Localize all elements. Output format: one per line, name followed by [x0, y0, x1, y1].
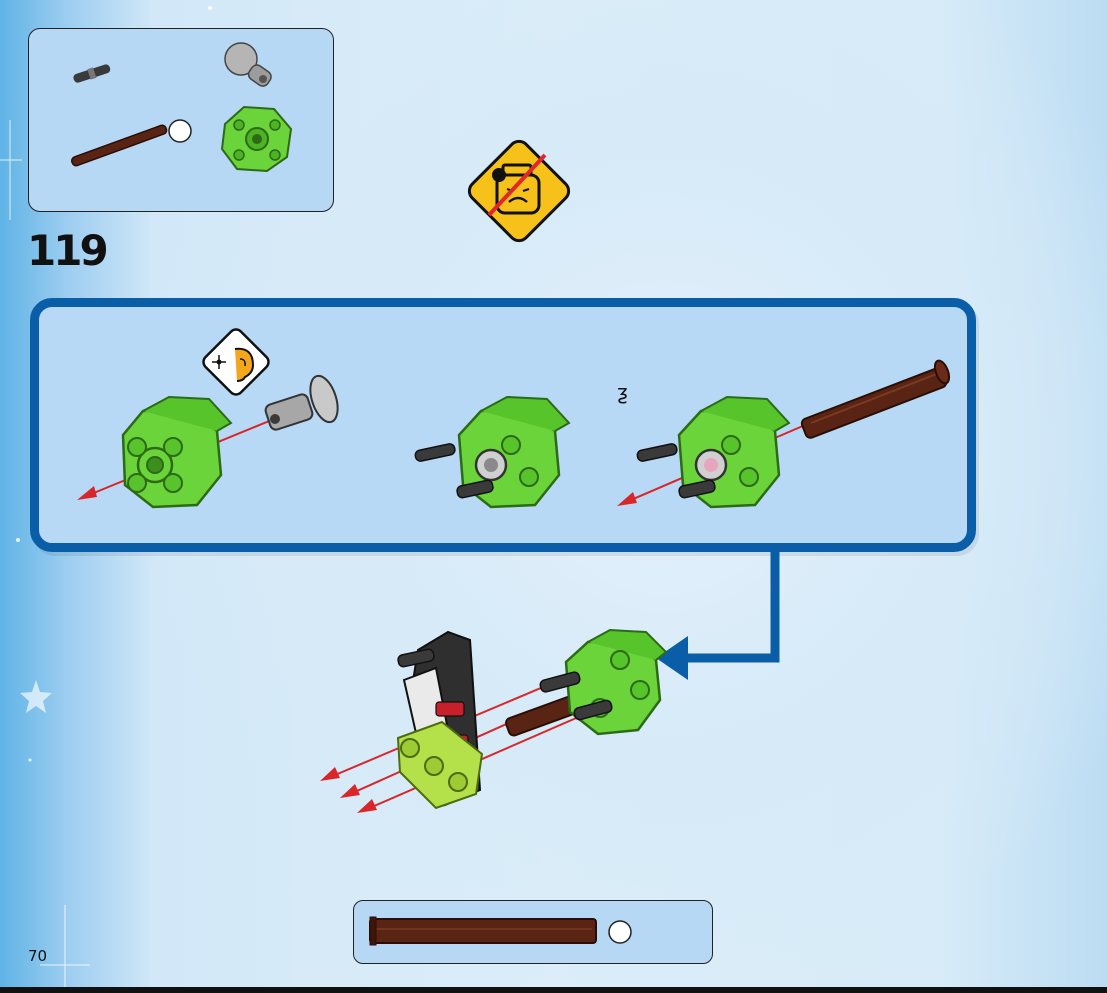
green-hub-2	[414, 397, 569, 507]
listen-for-click-icon	[201, 327, 272, 398]
grey-bushing-1	[264, 372, 343, 431]
axle-length-callout	[353, 900, 713, 964]
insertion-arrowhead	[617, 492, 637, 506]
small-parts-warning-icon	[459, 131, 579, 251]
hub-part	[222, 107, 291, 171]
page-number: 70	[28, 947, 47, 965]
green-hub-1	[123, 397, 231, 507]
bottom-edge-bar	[0, 987, 1107, 993]
axle-color-dot	[609, 921, 631, 943]
brown-axle	[800, 359, 952, 440]
green-hub-3	[636, 397, 789, 507]
bushing-part	[225, 43, 273, 88]
axle-length-bar	[370, 919, 596, 943]
insertion-arrowhead	[77, 486, 97, 500]
step-number: 119	[27, 226, 106, 275]
star-decoration	[20, 680, 52, 713]
connector-pin-part	[72, 63, 111, 83]
stray-text-mark: ƺ	[617, 380, 628, 404]
axle-part	[71, 120, 191, 167]
sub-step-box: ƺ	[30, 298, 976, 552]
parts-list-box	[28, 28, 334, 212]
